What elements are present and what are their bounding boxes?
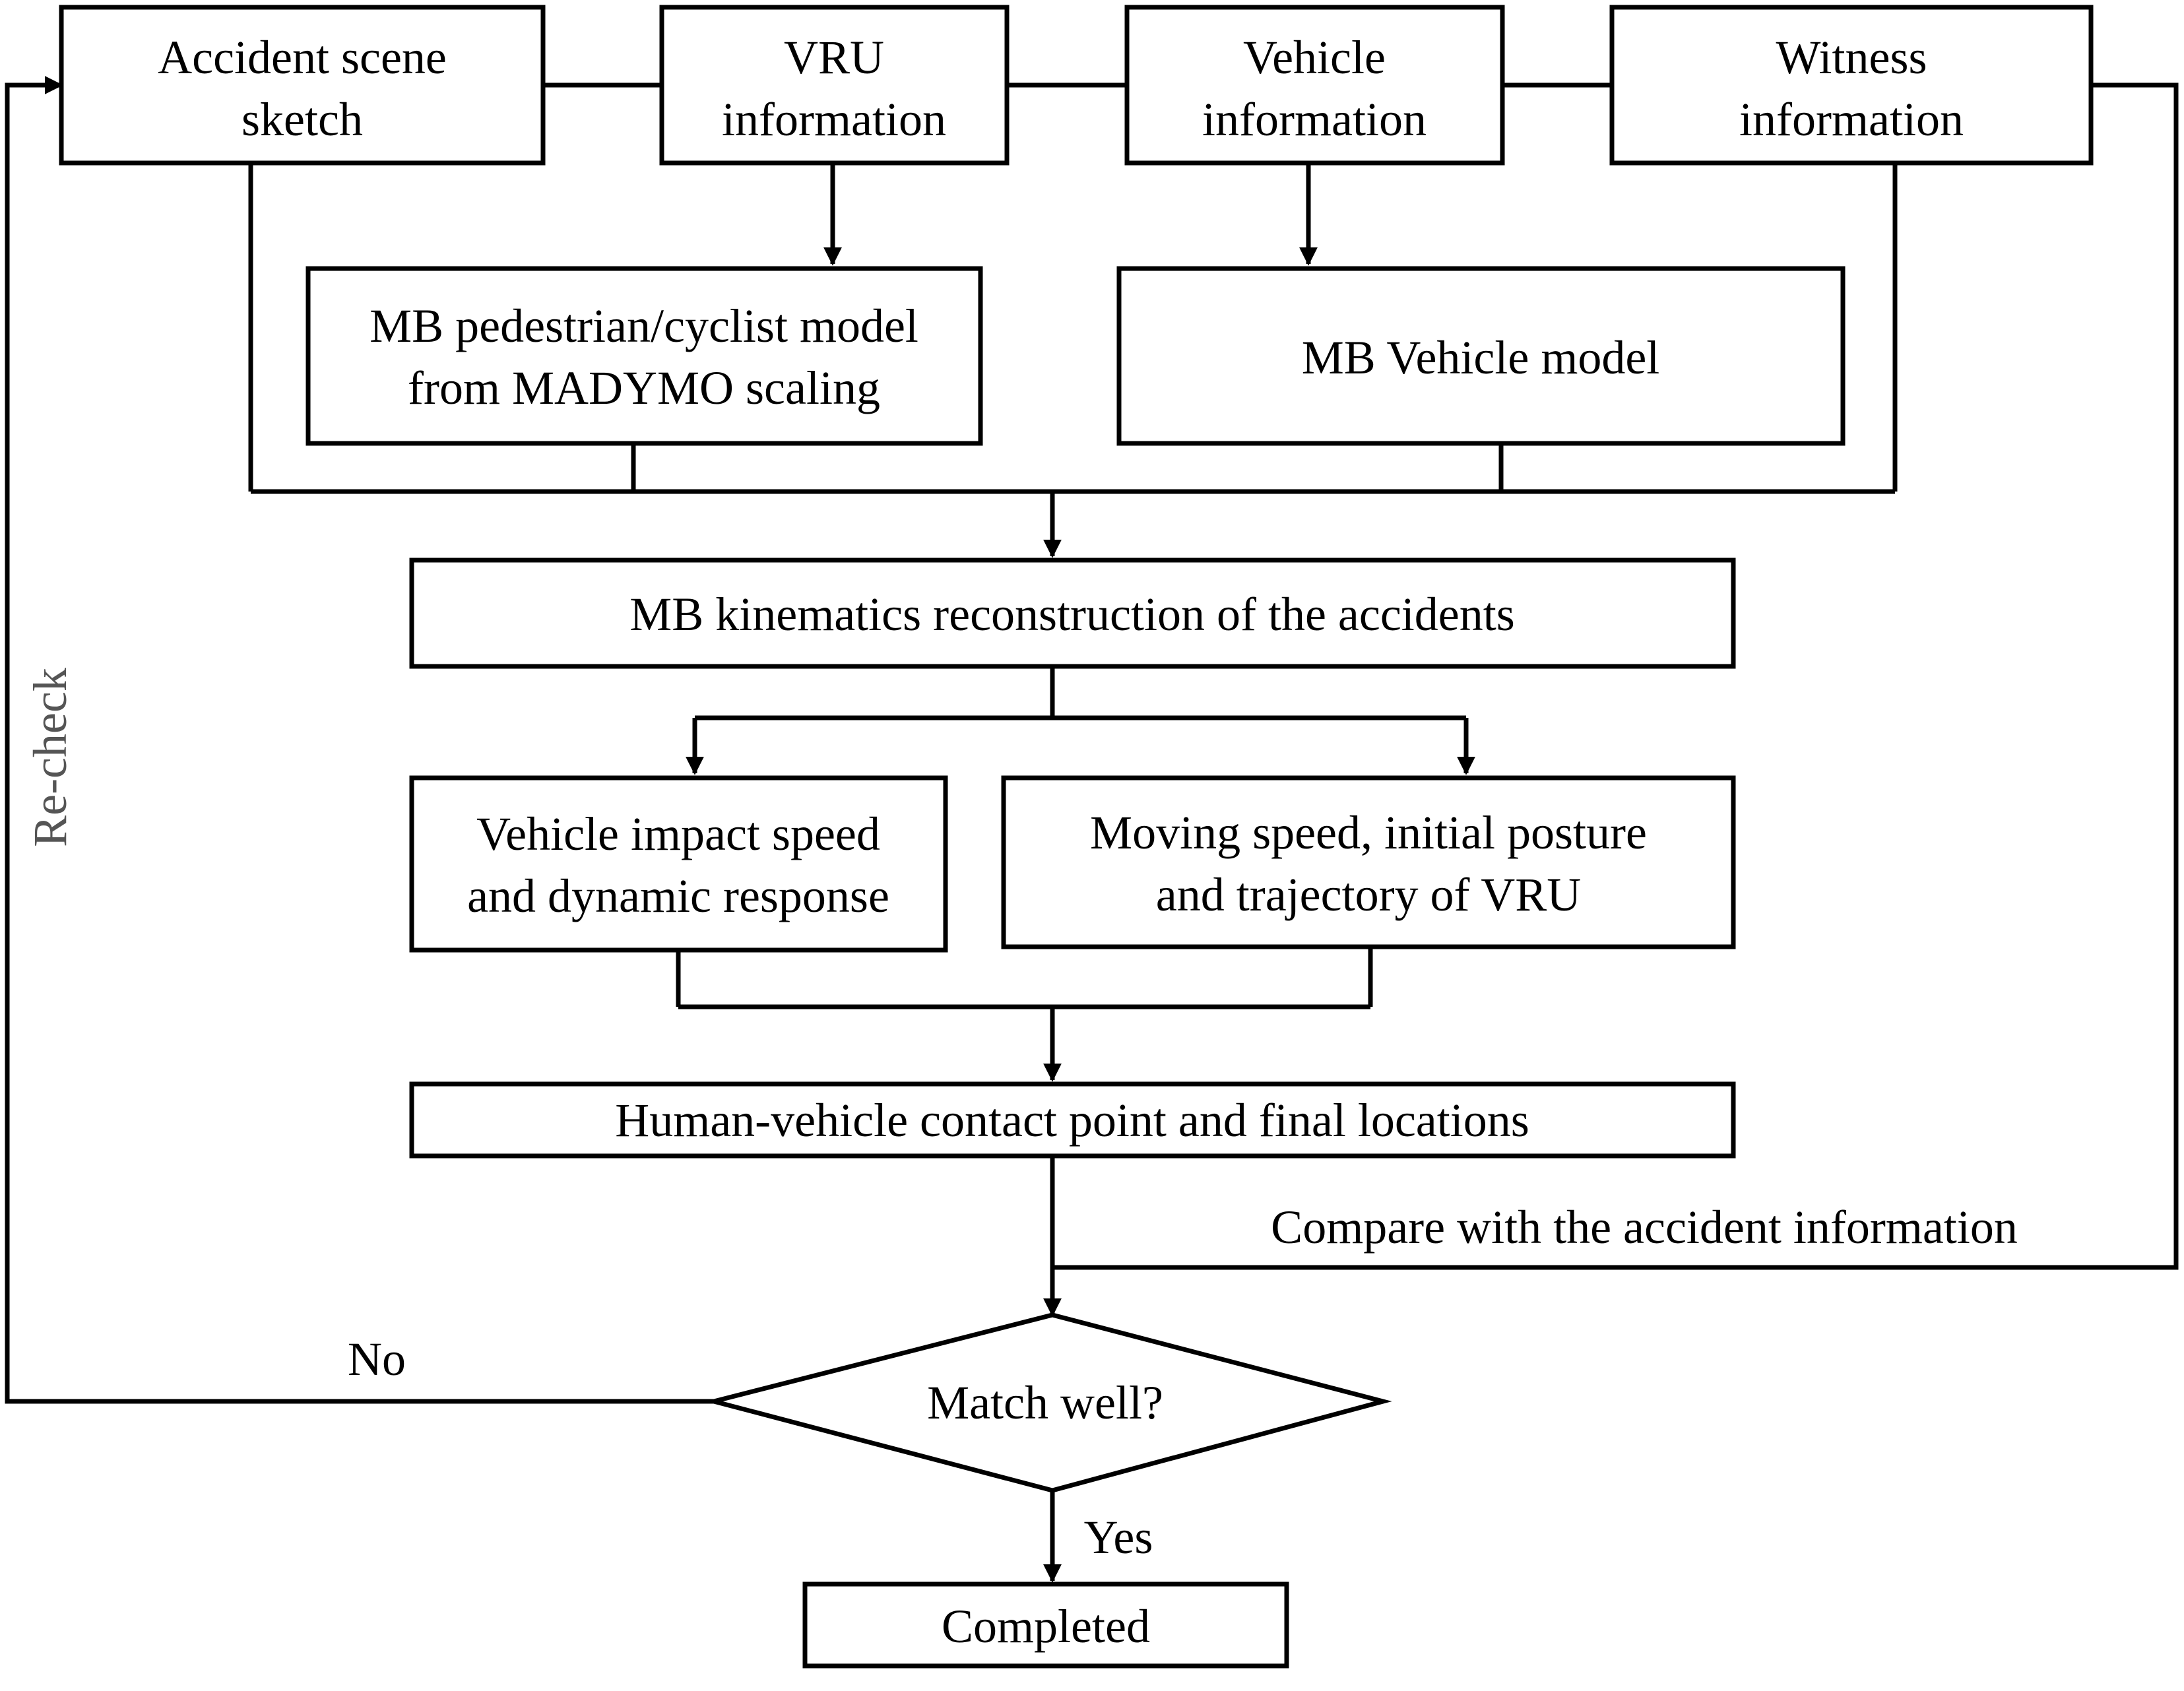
vru-motion-box: Moving speed, initial posture and trajec… <box>1001 775 1736 949</box>
vru-motion-line-2: and trajectory of VRU <box>1156 868 1581 921</box>
vru-info-box: VRU information <box>659 5 1010 166</box>
pedestrian-model-line-1: MB pedestrian/cyclist model <box>369 300 918 352</box>
vehicle-info-line-1: Vehicle <box>1243 31 1386 84</box>
compare-feedback-line <box>1052 82 2179 1270</box>
decision-diamond: Match well? <box>705 1312 1392 1493</box>
vehicle-response-line-2: and dynamic response <box>467 870 889 922</box>
scene-sketch-line-1: Accident scene <box>158 31 447 84</box>
no-label: No <box>348 1333 406 1386</box>
completed-label: Completed <box>942 1600 1150 1653</box>
vehicle-model-label: MB Vehicle model <box>1302 331 1660 384</box>
pedestrian-model-box: MB pedestrian/cyclist model from MADYMO … <box>305 266 983 446</box>
reconstruction-label: MB kinematics reconstruction of the acci… <box>629 588 1515 641</box>
witness-info-line-2: information <box>1739 93 1964 146</box>
decision-label: Match well? <box>927 1376 1163 1429</box>
vehicle-info-line-2: information <box>1202 93 1427 146</box>
scene-sketch-line-2: sketch <box>241 93 363 146</box>
recheck-label: Re-check <box>24 668 77 847</box>
vru-info-line-1: VRU <box>784 31 884 84</box>
witness-info-box: Witness information <box>1609 5 2094 166</box>
vru-motion-line-1: Moving speed, initial posture <box>1090 806 1647 859</box>
pedestrian-model-line-2: from MADYMO scaling <box>408 362 880 414</box>
vru-info-line-2: information <box>722 93 946 146</box>
recheck-loop-line <box>5 76 714 1404</box>
compare-label: Compare with the accident information <box>1271 1201 2018 1254</box>
completed-box: Completed <box>802 1581 1289 1669</box>
contact-points-label: Human-vehicle contact point and final lo… <box>615 1094 1529 1147</box>
scene-sketch-box: Accident scene sketch <box>59 5 546 166</box>
vehicle-model-box: MB Vehicle model <box>1116 266 1846 446</box>
yes-label: Yes <box>1084 1511 1153 1564</box>
witness-info-line-1: Witness <box>1776 31 1927 84</box>
vehicle-response-box: Vehicle impact speed and dynamic respons… <box>409 775 948 953</box>
contact-points-box: Human-vehicle contact point and final lo… <box>409 1081 1736 1159</box>
reconstruction-box: MB kinematics reconstruction of the acci… <box>409 558 1736 669</box>
vehicle-response-line-1: Vehicle impact speed <box>476 808 880 860</box>
vehicle-info-box: Vehicle information <box>1124 5 1505 166</box>
